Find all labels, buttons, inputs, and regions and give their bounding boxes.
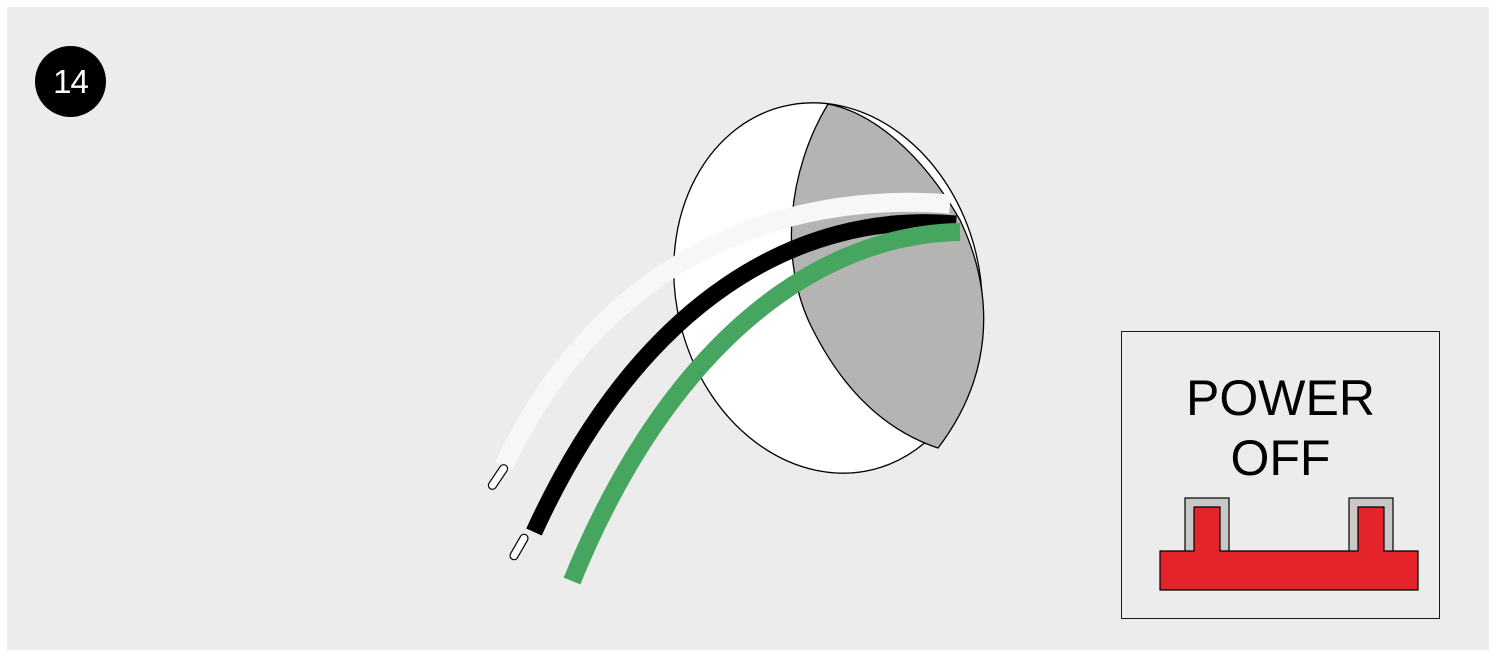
power-label: POWER <box>1186 370 1375 426</box>
black-wire <box>526 214 957 536</box>
white-wire <box>495 192 951 471</box>
green-wire <box>563 223 961 585</box>
step-number: 14 <box>53 62 89 100</box>
circuit-breaker-off-icon <box>1159 497 1419 591</box>
white-wire-tip <box>487 464 509 490</box>
off-label: OFF <box>1230 430 1331 486</box>
step-number-badge: 14 <box>35 46 106 117</box>
black-wire-tip <box>509 533 529 561</box>
power-off-sign: POWER OFF <box>1121 331 1440 619</box>
